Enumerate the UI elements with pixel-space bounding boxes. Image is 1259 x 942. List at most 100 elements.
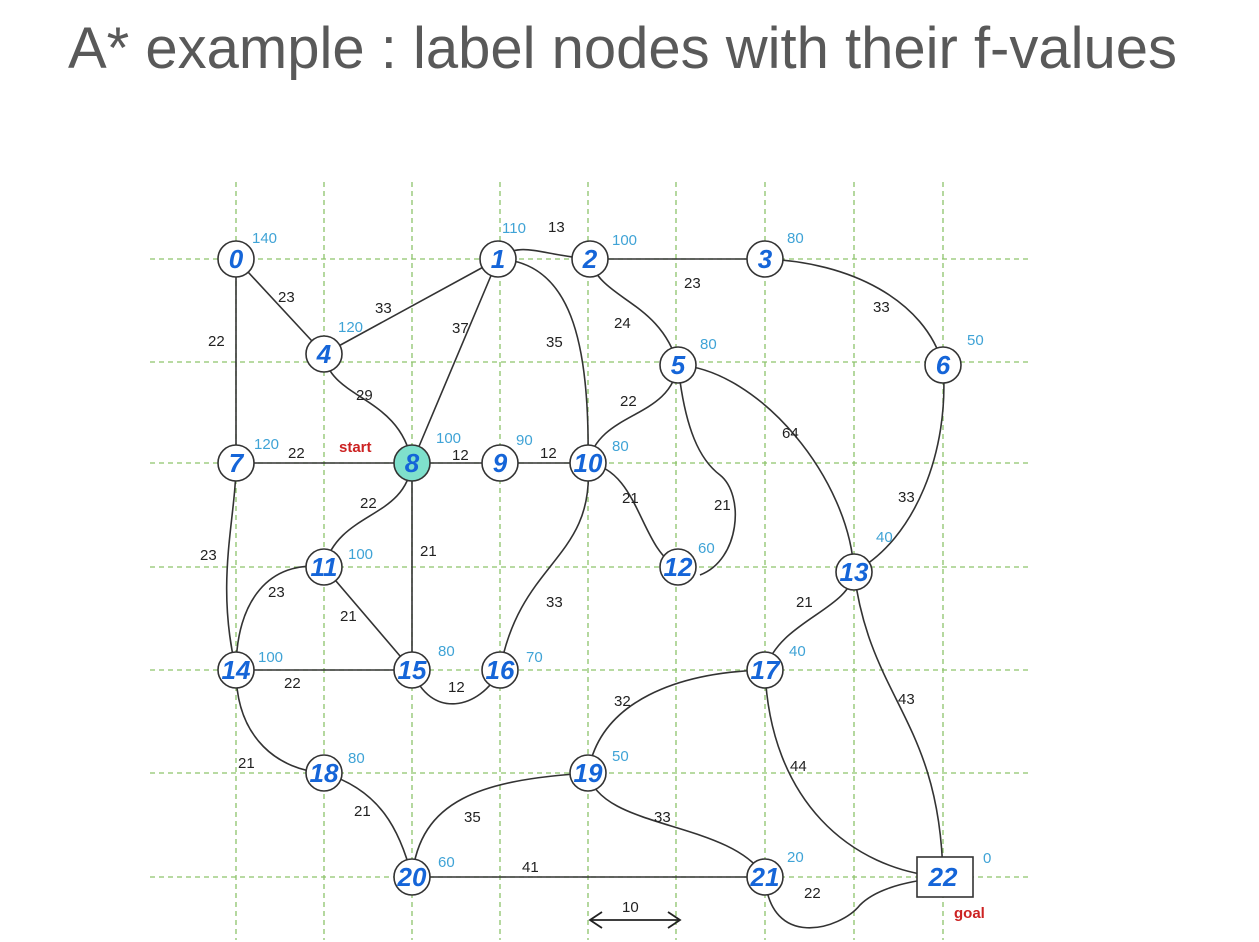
node-circle-16 bbox=[481, 651, 519, 689]
node-circle-17 bbox=[746, 651, 784, 689]
edge-weight-1-8: 37 bbox=[452, 320, 469, 337]
node-2[interactable]: 2 100 bbox=[571, 232, 637, 278]
node-circle-5 bbox=[659, 346, 697, 384]
edge-weight-14-18: 21 bbox=[238, 755, 255, 772]
edge-weight-11-14: 23 bbox=[268, 584, 285, 601]
scale-bar: 10 bbox=[588, 899, 682, 929]
node-label-3: 3 bbox=[758, 244, 773, 274]
node-5[interactable]: 580 bbox=[659, 336, 717, 384]
edge-weight-6-13: 33 bbox=[898, 489, 915, 506]
node-heuristic-20: 60 bbox=[438, 854, 455, 871]
node-heuristic-19: 50 bbox=[612, 748, 629, 765]
edge-weight-7-14: 23 bbox=[200, 547, 217, 564]
edge-weight-9-10: 12 bbox=[540, 445, 557, 462]
edge-4-1 bbox=[323, 258, 499, 355]
edge-weight-2-5: 24 bbox=[614, 315, 631, 332]
node-circle-12 bbox=[659, 548, 697, 586]
edge-5-12 bbox=[677, 364, 737, 576]
node-9[interactable]: 990 bbox=[481, 432, 533, 482]
edge-weight-4-1: 33 bbox=[375, 300, 392, 317]
edge-weight-19-21: 33 bbox=[654, 809, 671, 826]
edge-weight-11-15: 21 bbox=[340, 608, 357, 625]
node-heuristic-11: 100 bbox=[348, 546, 373, 563]
node-14[interactable]: 14 100 bbox=[217, 649, 283, 689]
node-heuristic-3: 80 bbox=[787, 230, 804, 247]
node-label-1: 1 bbox=[491, 244, 505, 274]
edge-weight-5-13: 64 bbox=[782, 425, 799, 442]
node-label-19: 19 bbox=[574, 758, 603, 788]
edge-19-21 bbox=[587, 772, 766, 878]
edge-1-10 bbox=[497, 258, 589, 464]
edge-weight-15-16: 12 bbox=[448, 679, 465, 696]
node-circle-11 bbox=[305, 548, 343, 586]
node-3[interactable]: 3 80 bbox=[746, 230, 804, 278]
node-circle-7 bbox=[217, 444, 255, 482]
edge-2-5 bbox=[589, 258, 679, 366]
node-heuristic-14: 100 bbox=[258, 649, 283, 666]
edge-weight-5-12: 21 bbox=[714, 497, 731, 514]
slide-title: A* example : label nodes with their f-va… bbox=[68, 16, 1178, 81]
edge-19-20 bbox=[411, 772, 589, 878]
edge-weight-18-20: 21 bbox=[354, 803, 371, 820]
scale-value: 10 bbox=[622, 899, 639, 916]
edge-weight-20-21: 41 bbox=[522, 859, 539, 876]
edge-6-13 bbox=[853, 364, 945, 573]
edge-3-6 bbox=[764, 258, 944, 366]
node-6[interactable]: 650 bbox=[924, 332, 984, 384]
node-label-12: 12 bbox=[664, 552, 693, 582]
edges: 2322332913373523243322216433222312222112… bbox=[200, 219, 945, 929]
node-label-16: 16 bbox=[486, 655, 515, 685]
node-heuristic-1: 110 bbox=[502, 220, 526, 237]
goal-label: goal bbox=[954, 905, 985, 922]
edge-weight-0-4: 23 bbox=[278, 289, 295, 306]
edge-weight-1-2: 13 bbox=[548, 219, 565, 236]
node-heuristic-2: 100 bbox=[612, 232, 637, 249]
node-label-5: 5 bbox=[671, 350, 686, 380]
edge-weight-17-22: 44 bbox=[790, 758, 807, 775]
edge-weight-0-7: 22 bbox=[208, 333, 225, 350]
node-heuristic-0: 140 bbox=[252, 230, 277, 247]
node-circle-3 bbox=[746, 240, 784, 278]
node-22[interactable]: 220 bbox=[916, 850, 991, 898]
node-circle-2 bbox=[571, 240, 609, 278]
edge-weight-21-22: 22 bbox=[804, 885, 821, 902]
node-heuristic-6: 50 bbox=[967, 332, 984, 349]
edge-weight-7-8: 22 bbox=[288, 445, 305, 462]
node-circle-14 bbox=[217, 651, 255, 689]
node-label-2: 2 bbox=[582, 244, 598, 274]
edge-weight-3-6: 33 bbox=[873, 299, 890, 316]
node-label-20: 20 bbox=[397, 862, 427, 892]
edge-10-16 bbox=[499, 462, 590, 671]
node-label-15: 15 bbox=[398, 655, 427, 685]
node-11[interactable]: 11 100 bbox=[305, 546, 373, 586]
node-heuristic-7: 120 bbox=[254, 436, 279, 453]
edge-17-19 bbox=[587, 669, 766, 774]
goal-box bbox=[916, 856, 974, 898]
node-label-9: 9 bbox=[493, 448, 508, 478]
edge-weight-4-8: 29 bbox=[356, 387, 373, 404]
node-circle-21 bbox=[746, 858, 784, 896]
edge-weight-13-22: 43 bbox=[898, 691, 915, 708]
edge-weight-8-15: 21 bbox=[420, 543, 437, 560]
edge-13-22 bbox=[853, 571, 944, 878]
node-label-11: 11 bbox=[311, 552, 338, 582]
node-label-18: 18 bbox=[310, 758, 339, 788]
node-label-14: 14 bbox=[222, 655, 251, 685]
edge-11-15 bbox=[323, 566, 413, 671]
